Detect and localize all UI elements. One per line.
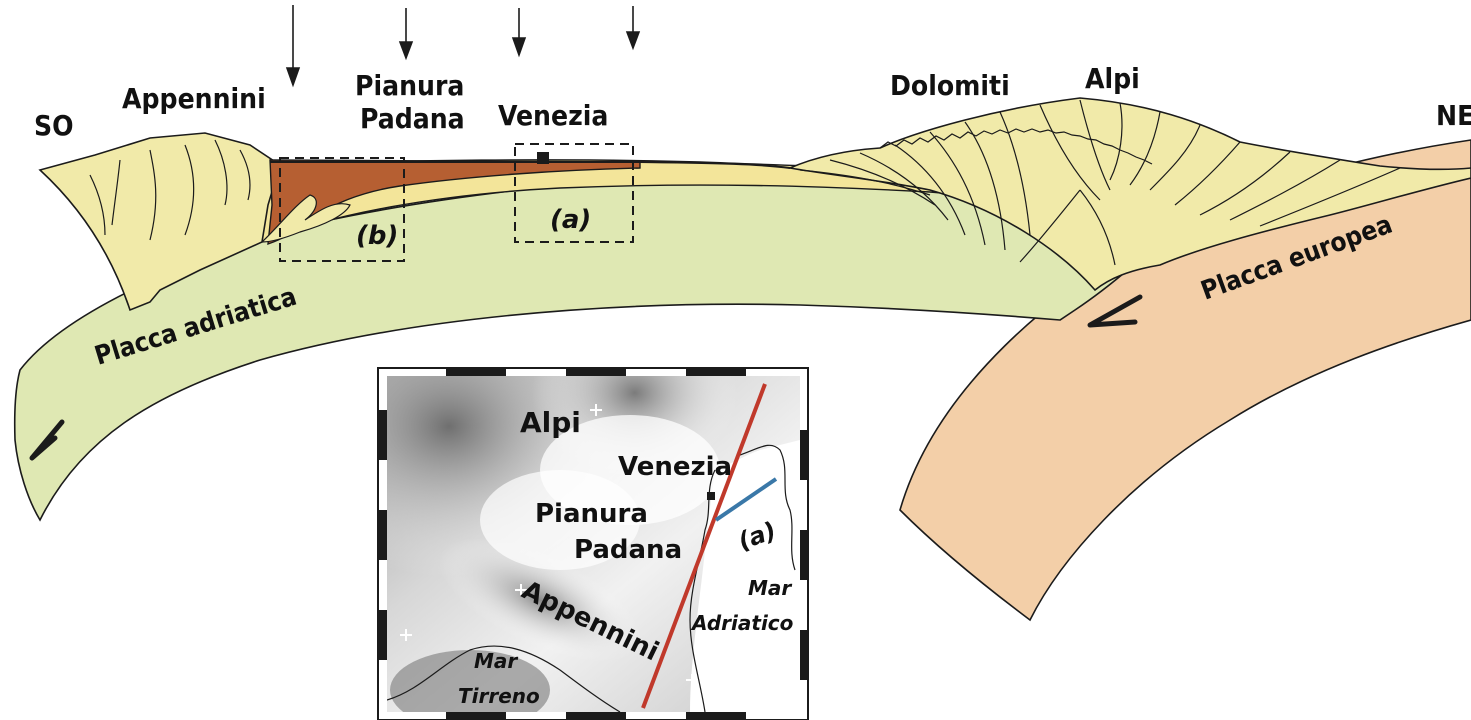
label-so: SO [34, 109, 74, 142]
map-label-mar-tirreno-2: Tirreno [458, 684, 540, 708]
inset-map: Alpi Venezia Pianura Padana Appennini (a… [378, 368, 808, 720]
venezia-map-marker [707, 492, 715, 500]
map-label-alpi: Alpi [520, 406, 581, 439]
label-dolomiti: Dolomiti [890, 69, 1010, 102]
map-label-mar-adriatico-1: Mar [748, 576, 792, 600]
label-ne: NE [1436, 99, 1471, 132]
venezia-marker [537, 152, 549, 164]
map-label-venezia: Venezia [618, 452, 732, 482]
label-alpi: Alpi [1085, 62, 1140, 95]
label-box-b: (b) [356, 221, 398, 251]
map-label-mar-tirreno-1: Mar [474, 649, 518, 673]
map-label-padana: Padana [574, 535, 682, 565]
label-padana: Padana [360, 102, 465, 135]
label-pianura: Pianura [355, 69, 464, 102]
label-venezia: Venezia [498, 99, 608, 132]
map-label-pianura: Pianura [535, 499, 648, 529]
label-appennini: Appennini [122, 82, 266, 115]
label-box-a: (a) [550, 205, 591, 235]
map-label-mar-adriatico-2: Adriatico [690, 611, 794, 635]
